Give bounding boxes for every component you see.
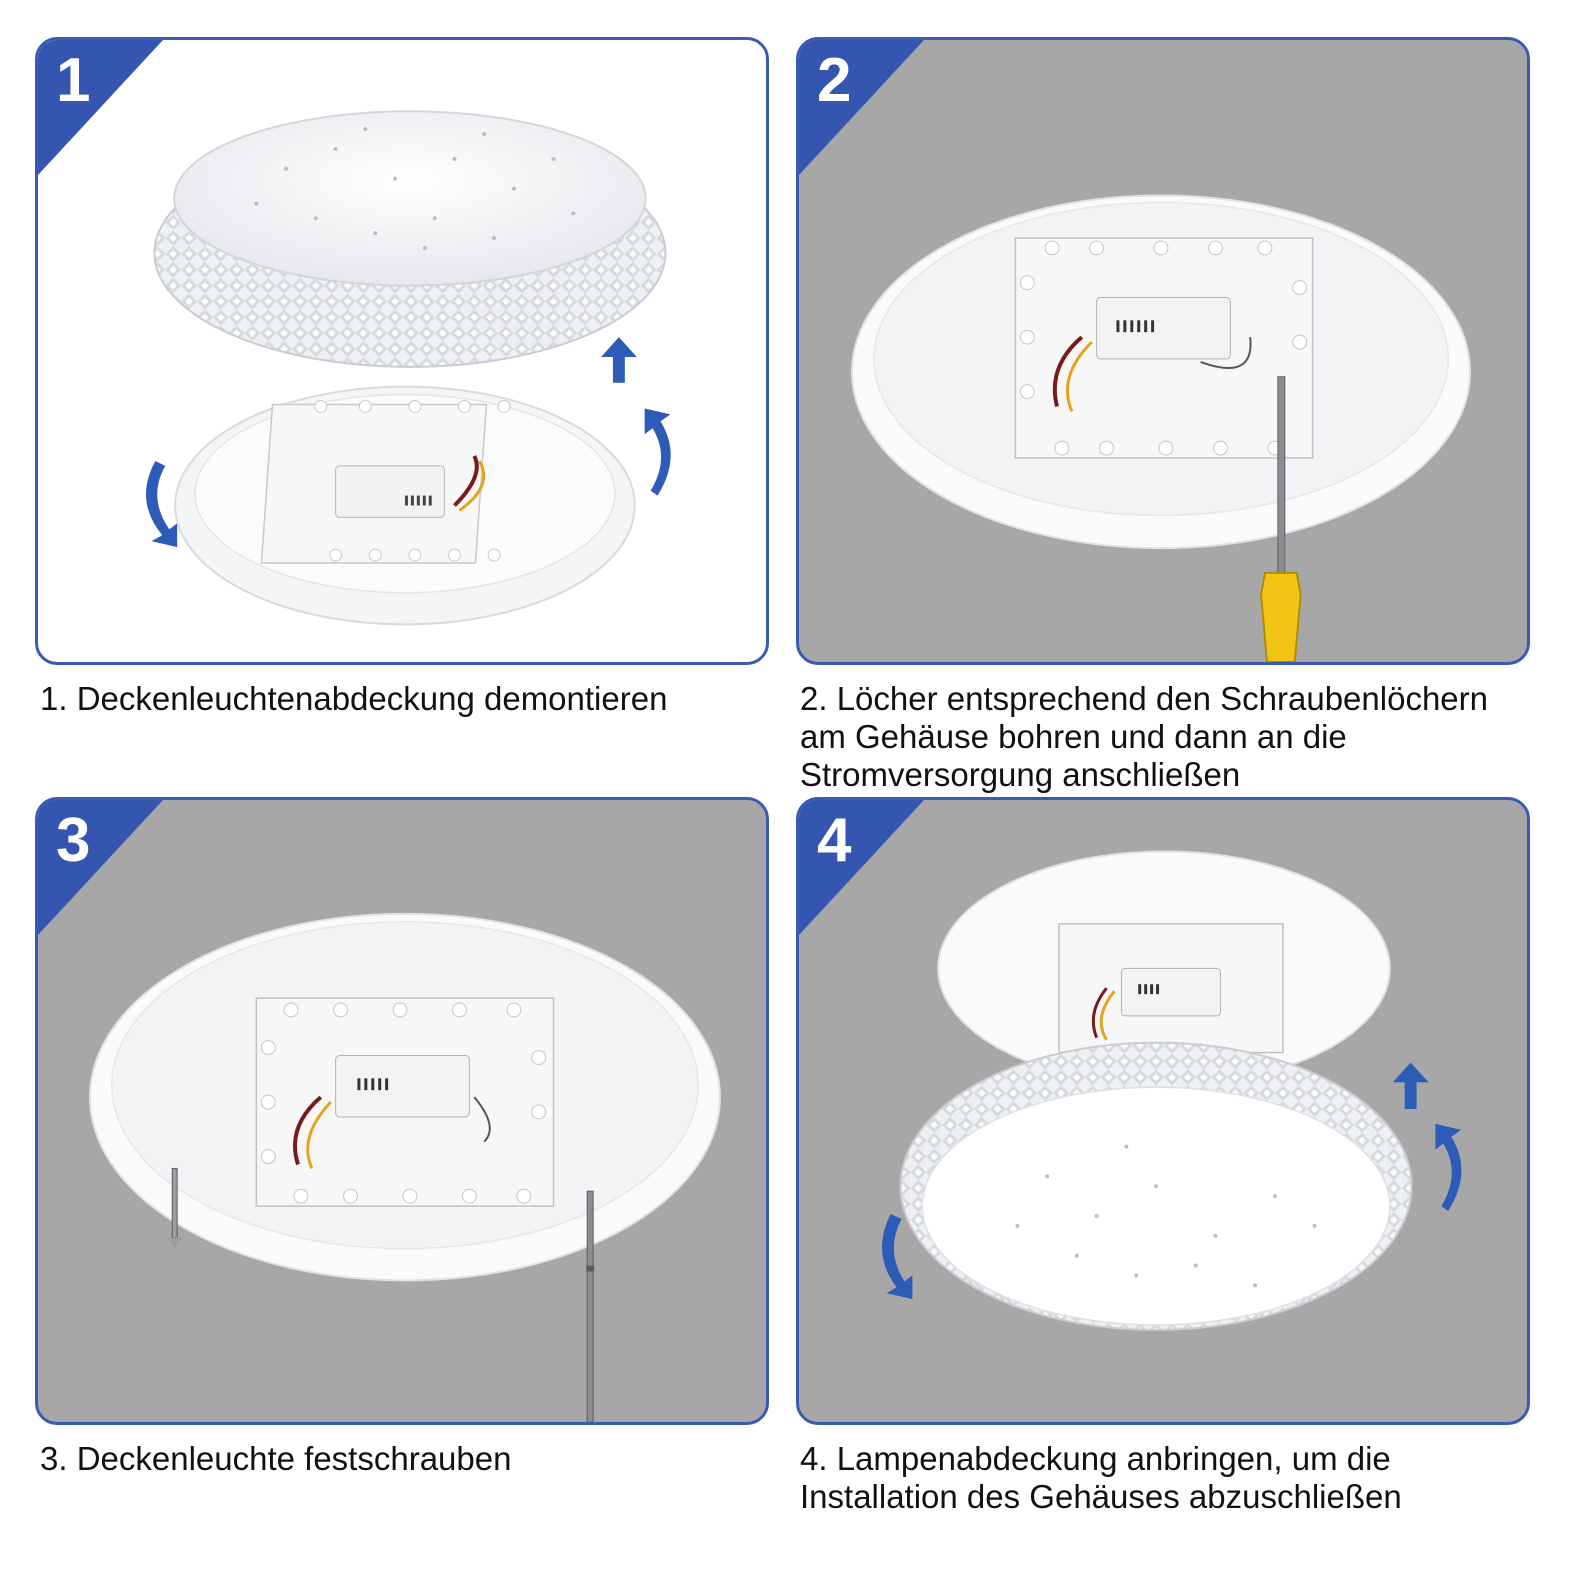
step-4-illustration [882, 850, 1462, 1331]
step-4-caption: 4. Lampenabdeckung anbringen, um die Ins… [800, 1440, 1402, 1516]
caption-line: am Gehäuse bohren und dann an die [800, 718, 1347, 755]
lamp-base [937, 850, 1391, 1087]
step-3-caption: 3. Deckenleuchte festschrauben [40, 1440, 511, 1478]
caption-line: 2. Löcher entsprechend den Schraubenlöch… [800, 680, 1488, 717]
step-1-illustration [145, 110, 671, 626]
lamp-cover [153, 110, 667, 368]
step-1-caption: 1. Deckenleuchtenabdeckung demontieren [40, 680, 667, 718]
lamp-cover [899, 1041, 1413, 1331]
caption-line: 3. Deckenleuchte festschrauben [40, 1440, 512, 1477]
caption-line: Stromversorgung anschließen [800, 756, 1241, 793]
step-number: 4 [817, 806, 852, 875]
lamp-base [89, 912, 721, 1282]
lamp-base [174, 385, 636, 626]
screwdriver-icon [1260, 376, 1302, 662]
step-2-illustration [851, 194, 1472, 662]
caption-line: Installation des Gehäuses abzuschließen [800, 1478, 1402, 1515]
screwdriver-icon [586, 1190, 595, 1422]
caption-line: 1. Deckenleuchtenabdeckung demontieren [40, 680, 668, 717]
step-3-panel: 3 [35, 797, 769, 1425]
lamp-base [851, 194, 1472, 550]
step-number: 3 [56, 806, 91, 875]
up-arrow-icon [601, 337, 637, 383]
step-2-caption: 2. Löcher entsprechend den Schraubenlöch… [800, 680, 1488, 794]
step-1-panel: 1 [35, 37, 769, 665]
step-number: 1 [56, 46, 91, 115]
screw-icon [167, 1167, 183, 1248]
up-arrow-icon [1392, 1062, 1429, 1110]
step-3-illustration [89, 912, 721, 1422]
step-2-panel: 2 [796, 37, 1530, 665]
curved-arrow-icon [145, 408, 671, 548]
caption-line: 4. Lampenabdeckung anbringen, um die [800, 1440, 1391, 1477]
step-4-panel: 4 [796, 797, 1530, 1425]
step-number: 2 [817, 46, 852, 115]
curved-arrow-icon [882, 1123, 1462, 1300]
